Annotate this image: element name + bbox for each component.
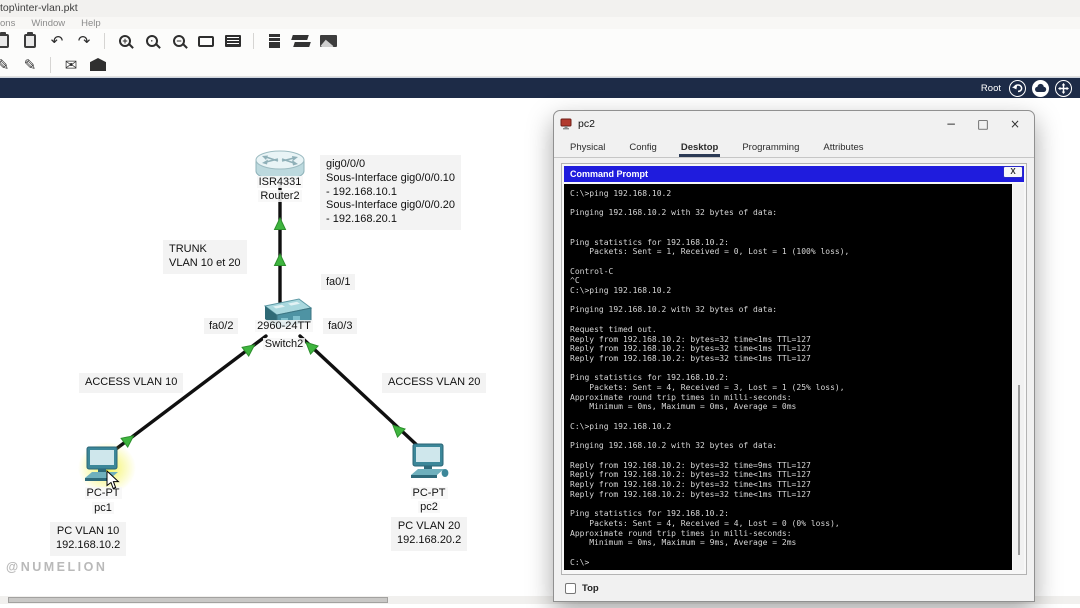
add-complex-pdu-icon[interactable]	[88, 55, 108, 75]
switch-model-label: 2960-24TT	[255, 320, 313, 332]
menu-item-help[interactable]: Help	[81, 17, 101, 29]
pc2-model-label: PC-PT	[410, 487, 448, 499]
custom-devices-dialog-icon[interactable]	[223, 31, 243, 51]
command-prompt-titlebar[interactable]: Command Prompt	[564, 166, 1024, 182]
device-window-icon	[560, 118, 572, 129]
access-vlan10-annotation[interactable]: ACCESS VLAN 10	[79, 373, 184, 393]
pc2-icon[interactable]	[407, 442, 451, 487]
tab-programming[interactable]: Programming	[742, 142, 800, 153]
paste-icon[interactable]	[20, 31, 40, 51]
router-name-label: Router2	[258, 190, 302, 202]
router-model-label: ISR4331	[256, 176, 304, 188]
port-label-fa0-2: fa0/2	[204, 318, 239, 334]
tab-physical[interactable]: Physical	[570, 142, 606, 153]
zoom-in-icon[interactable]: +	[115, 31, 135, 51]
pc1-model-label: PC-PT	[84, 487, 122, 499]
redo-icon[interactable]: ↷	[77, 32, 91, 50]
menu-item-truncated[interactable]: ons	[0, 17, 16, 29]
pc2-window-titlebar[interactable]: pc2 − □ ×	[554, 111, 1034, 136]
router-icon[interactable]	[254, 147, 306, 190]
app-titlebar: top\inter-vlan.pkt	[0, 0, 1080, 17]
terminal-output[interactable]: C:\>ping 192.168.10.2 Pinging 192.168.10…	[564, 184, 1012, 570]
select-tool-icon[interactable]: ✎	[0, 55, 13, 75]
toolbar-separator	[50, 56, 51, 73]
cable-links	[110, 183, 422, 454]
network-description-icon[interactable]	[264, 31, 284, 51]
draw-pencil-icon[interactable]: ✎	[23, 55, 37, 74]
menu-bar: ons Window Help	[0, 17, 1080, 29]
device-tabs: Physical Config Desktop Programming Attr…	[554, 136, 1034, 158]
top-checkbox-label: Top	[582, 582, 599, 594]
access-vlan20-annotation[interactable]: ACCESS VLAN 20	[382, 373, 487, 393]
tab-attributes[interactable]: Attributes	[823, 142, 864, 153]
top-checkbox[interactable]	[565, 582, 576, 594]
undo-icon[interactable]: ↶	[50, 32, 64, 50]
toolbar-separator	[253, 33, 254, 49]
menu-item-window[interactable]: Window	[31, 17, 66, 29]
pc2-name-label: pc2	[418, 501, 440, 513]
pc2-annotation[interactable]: PC VLAN 20 192.168.20.2	[391, 517, 468, 551]
snapshot-icon[interactable]	[318, 31, 338, 51]
close-button[interactable]: ×	[1009, 116, 1021, 131]
environment-cloud-icon[interactable]	[1032, 79, 1049, 97]
terminal-scrollbar-thumb[interactable]	[1018, 384, 1020, 555]
app-title: top\inter-vlan.pkt	[0, 2, 78, 14]
main-toolbar: ↶ ↷ + · −	[0, 29, 1080, 53]
back-arrow-icon[interactable]	[1009, 79, 1026, 97]
switch-name-label: Switch2	[262, 338, 306, 350]
workspace-bar: Root	[0, 77, 1080, 98]
watermark: @NUMELION	[6, 560, 108, 574]
tab-config[interactable]: Config	[629, 142, 657, 153]
command-prompt-close-button[interactable]: X	[1003, 166, 1023, 178]
pc2-window: pc2 − □ × Physical Config Desktop Progra…	[553, 110, 1035, 602]
add-simple-pdu-icon[interactable]: ✉	[64, 55, 78, 74]
port-label-fa0-1: fa0/1	[321, 274, 356, 290]
toolbar-separator	[104, 33, 105, 49]
pc1-annotation[interactable]: PC VLAN 10 192.168.10.2	[50, 522, 127, 556]
maximize-button[interactable]: □	[977, 116, 989, 131]
pc2-window-title: pc2	[578, 117, 595, 130]
terminal-scrollbar[interactable]	[1013, 184, 1024, 570]
port-label-fa0-3: fa0/3	[323, 318, 358, 334]
router-annotation[interactable]: gig0/0/0 Sous-Interface gig0/0/0.10 - 19…	[320, 155, 462, 230]
zoom-out-icon[interactable]: −	[169, 31, 189, 51]
mouse-cursor	[106, 469, 120, 495]
tab-desktop[interactable]: Desktop	[678, 142, 721, 157]
minimize-button[interactable]: −	[945, 116, 957, 131]
desktop-tab-content: Command Prompt X C:\>ping 192.168.10.2 P…	[561, 163, 1027, 575]
zoom-original-icon[interactable]: ·	[142, 31, 162, 51]
drawing-palette-icon[interactable]	[196, 31, 216, 51]
viewport-icon[interactable]	[291, 31, 311, 51]
pc1-name-label: pc1	[92, 502, 114, 514]
window-bottom-bar: Top	[554, 575, 1034, 601]
horizontal-scrollbar-thumb[interactable]	[8, 597, 388, 603]
horizontal-scrollbar[interactable]	[0, 596, 1080, 604]
copy-icon[interactable]	[0, 31, 13, 51]
root-label[interactable]: Root	[980, 82, 1001, 94]
secondary-toolbar: ✎ ✎ ✉	[0, 53, 1080, 77]
trunk-annotation[interactable]: TRUNK VLAN 10 et 20	[163, 240, 247, 274]
move-viewport-icon[interactable]	[1055, 79, 1072, 97]
